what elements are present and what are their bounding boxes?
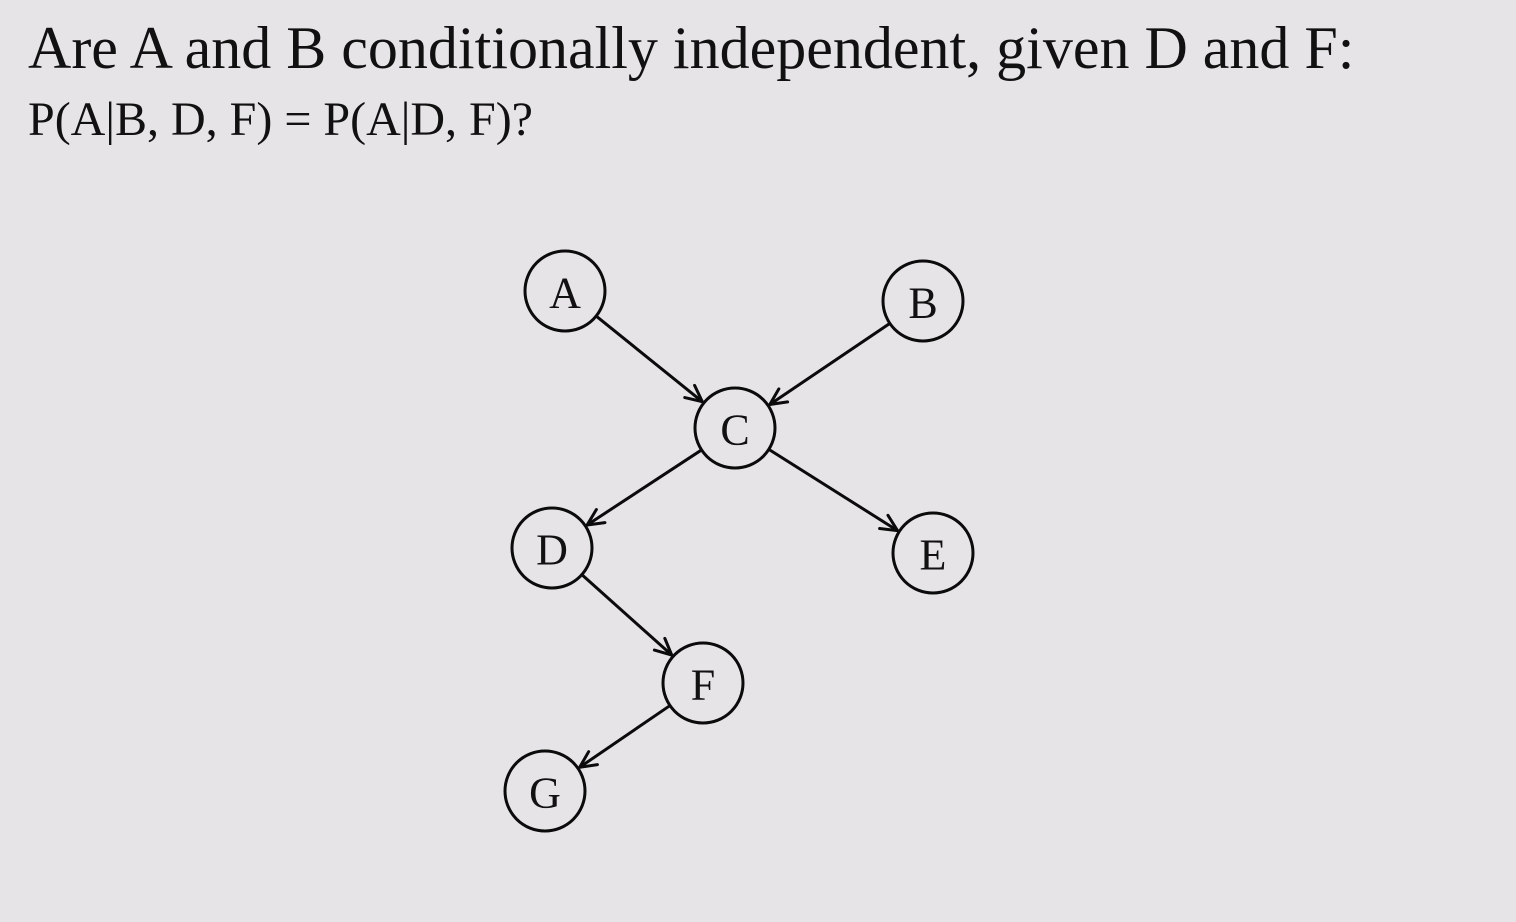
edge-line (580, 573, 673, 657)
node-label: A (549, 269, 581, 318)
node-circle (661, 641, 745, 725)
node-circle (891, 511, 975, 595)
node-circle (881, 259, 965, 343)
node-G: G (503, 749, 587, 833)
node-label: D (536, 526, 568, 575)
question-heading: Are A and B conditionally independent, g… (28, 15, 1355, 81)
arrowhead (878, 513, 899, 533)
node-circle (693, 386, 777, 470)
node-D: D (510, 506, 594, 590)
node-label: G (529, 769, 561, 818)
edge-line (586, 448, 703, 527)
edge-F-G (578, 704, 671, 769)
arrowhead (768, 387, 790, 406)
node-circle (503, 749, 587, 833)
node-F: F (661, 641, 745, 725)
arrowhead (683, 383, 704, 404)
node-B: B (881, 259, 965, 343)
edge-D-F (580, 573, 674, 657)
arrowhead (652, 636, 674, 657)
edges-layer (578, 314, 899, 769)
edge-A-C (595, 314, 704, 404)
edge-B-C (768, 322, 891, 406)
node-C: C (693, 386, 777, 470)
node-A: A (523, 249, 607, 333)
edge-C-D (585, 448, 703, 527)
node-label: F (691, 661, 715, 710)
edge-line (595, 314, 704, 403)
node-label: E (920, 531, 947, 580)
node-E: E (891, 511, 975, 595)
arrowhead (578, 750, 599, 769)
question-equation: P(A|B, D, F) = P(A|D, F)? (28, 93, 533, 146)
node-label: C (720, 406, 749, 455)
arrowhead (585, 508, 607, 527)
nodes-layer: A B C D E F G (503, 249, 975, 833)
node-circle (523, 249, 607, 333)
node-circle (510, 506, 594, 590)
edge-line (768, 322, 891, 406)
edge-line (768, 448, 899, 532)
node-label: B (908, 279, 937, 328)
edge-line (578, 704, 671, 769)
edge-C-E (768, 448, 899, 533)
